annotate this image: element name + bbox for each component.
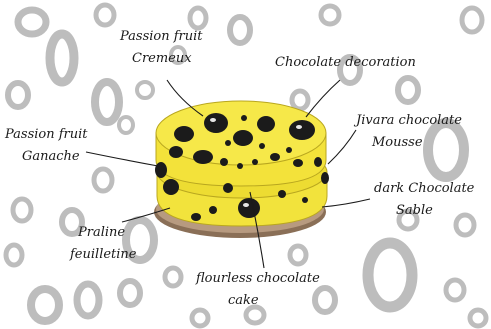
label-sable-1: dark Chocolate — [374, 181, 475, 196]
label-praline-2: feuilletine — [69, 247, 137, 262]
label-passion-cremeux-1: Passion fruit — [119, 29, 203, 44]
leader-ganache — [86, 152, 158, 166]
label-jivara-2: Mousse — [371, 135, 423, 150]
label-jivara-1: Jivara chocolate — [353, 113, 462, 128]
label-cake-1: flourless chocolate — [195, 271, 320, 286]
label-passion-ganache-1: Passion fruit — [4, 127, 88, 142]
leader-decoration — [306, 80, 340, 117]
label-passion-ganache-2: Ganache — [22, 149, 80, 164]
leader-jivara — [328, 130, 356, 164]
label-sable-2: Sable — [396, 203, 433, 218]
label-praline-1: Praline — [77, 225, 125, 240]
label-decoration: Chocolate decoration — [275, 55, 416, 70]
label-cake-2: cake — [228, 293, 259, 308]
label-passion-cremeux-2: Cremeux — [132, 51, 192, 66]
leader-sable — [322, 199, 370, 207]
